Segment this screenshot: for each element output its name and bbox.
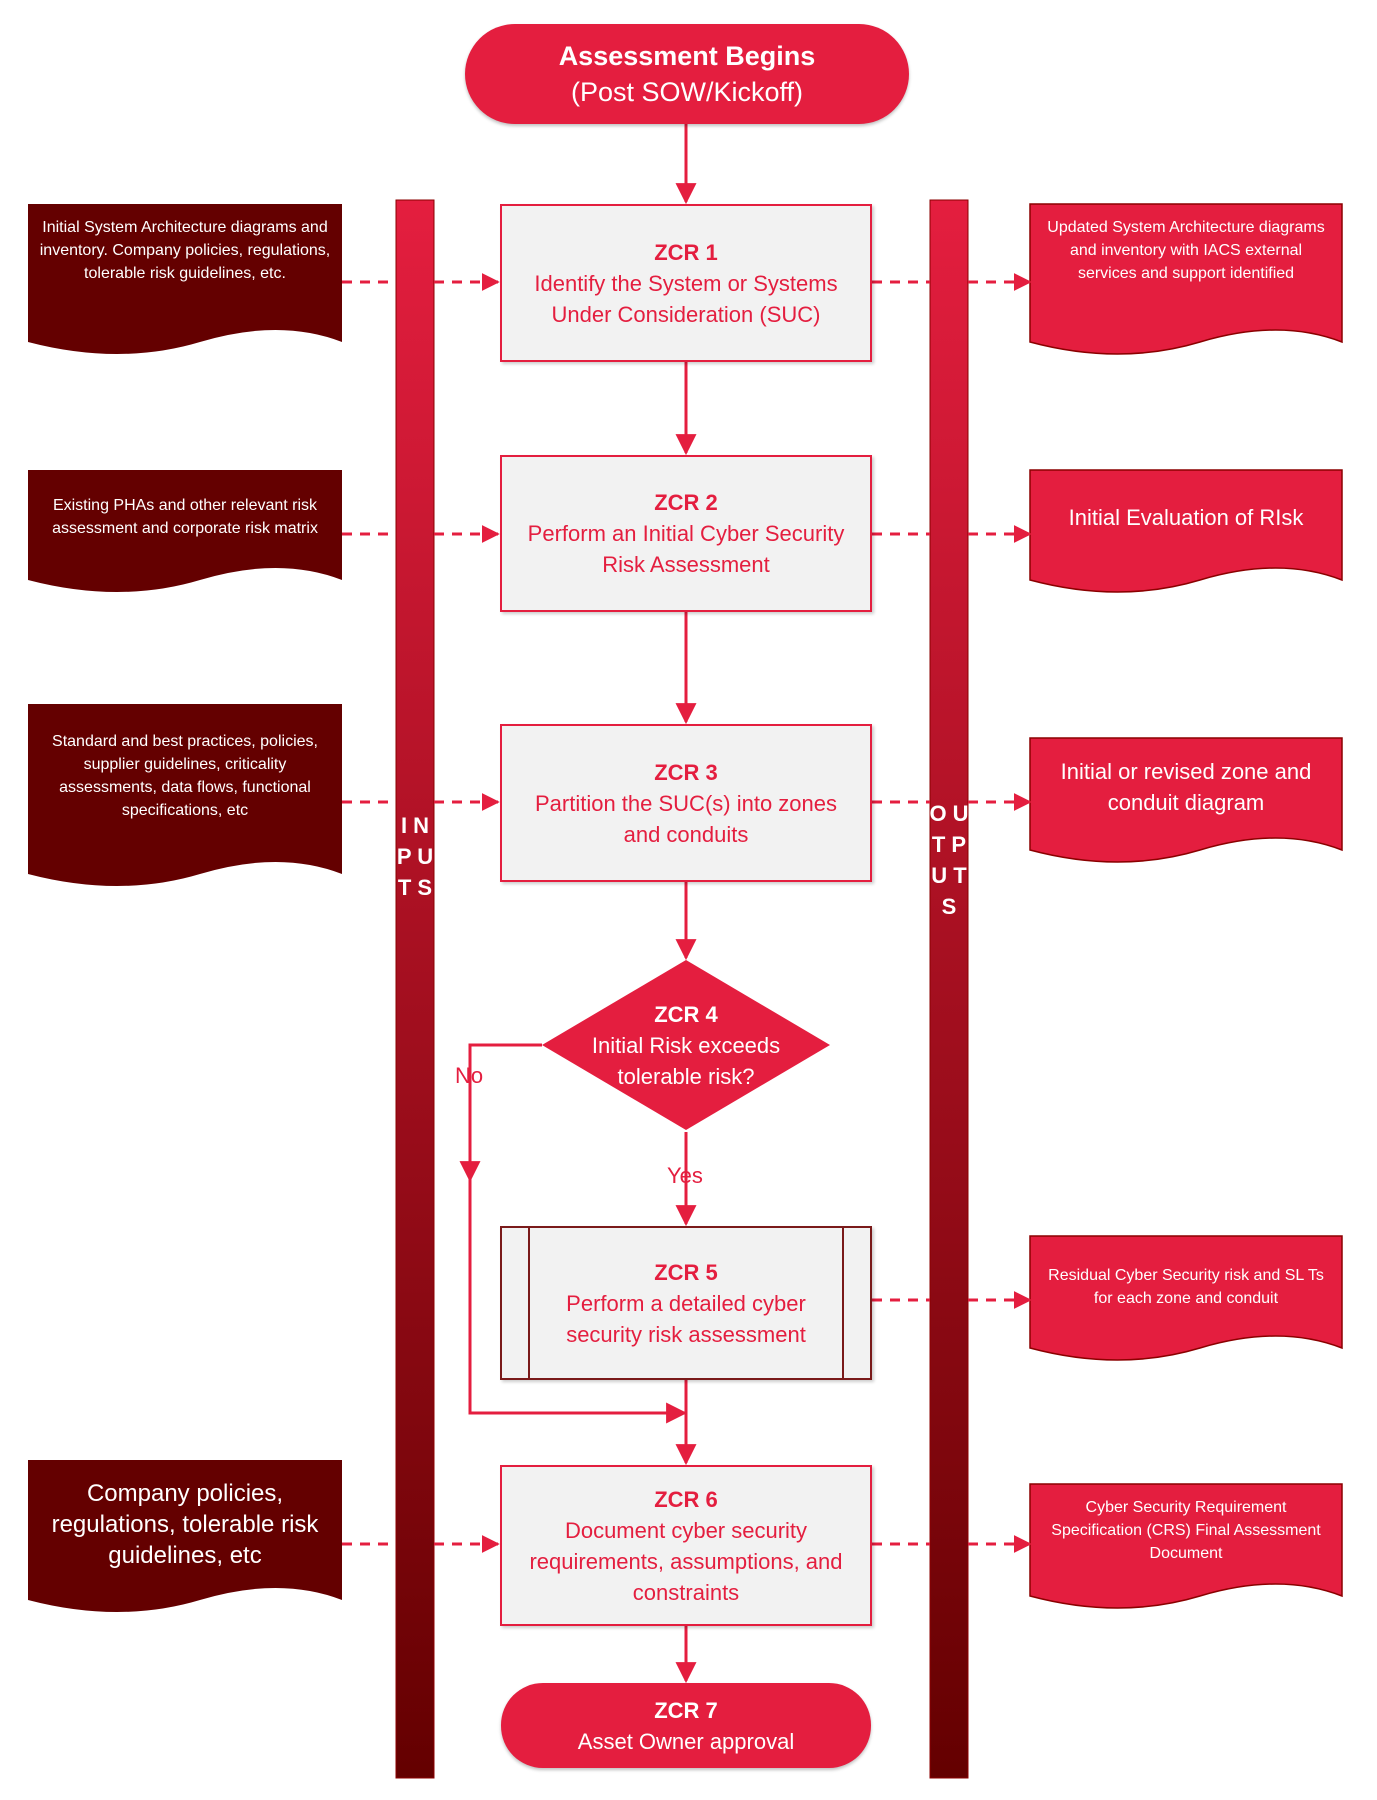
input-doc-1: Initial System Architecture diagrams and… — [28, 204, 342, 342]
start-terminal: Assessment Begins (Post SOW/Kickoff) — [465, 24, 909, 124]
output-doc-4-shape — [1029, 1235, 1343, 1361]
step-zcr6-text: Document cyber security requirements, as… — [529, 1517, 843, 1605]
input-doc-2-text: Existing PHAs and other relevant risk as… — [52, 497, 318, 537]
step-zcr5: ZCR 5 Perform a detailed cyber security … — [500, 1226, 872, 1380]
decision-diamond-shape — [542, 960, 830, 1130]
step-zcr1-text: Identify the System or Systems Under Con… — [534, 270, 838, 327]
step-zcr3-text: Partition the SUC(s) into zones and cond… — [534, 790, 838, 847]
input-doc-4-shape — [28, 1460, 342, 1612]
output-doc-5-shape — [1029, 1483, 1343, 1609]
output-doc-3-shape — [1029, 737, 1343, 863]
start-title: Assessment Begins — [558, 41, 816, 71]
step-zcr5-right-bar — [842, 1228, 844, 1378]
step-zcr2-text: Perform an Initial Cyber Security Risk A… — [527, 521, 845, 577]
output-doc-2-shape — [1029, 469, 1343, 593]
input-doc-3-shape — [28, 704, 342, 886]
outputs-lane — [929, 199, 969, 1779]
output-doc-3-text: Initial or revised zone and conduit diag… — [1060, 759, 1312, 815]
output-doc-2: Initial Evaluation of RIsk — [1030, 470, 1342, 580]
step-zcr1-id: ZCR 1 — [654, 239, 718, 265]
outputs-lane-label: O U T P U T S — [929, 798, 969, 1018]
step-zcr2: ZCR 2 Perform an Initial Cyber Security … — [500, 455, 872, 612]
decision-zcr4-text: Initial Risk exceeds tolerable risk? — [591, 1032, 781, 1089]
input-doc-1-text: Initial System Architecture diagrams and… — [39, 219, 331, 282]
input-doc-3-text: Standard and best practices, policies, s… — [52, 733, 318, 819]
input-doc-2-shape — [28, 470, 342, 592]
input-doc-4: Company policies, regulations, tolerable… — [28, 1460, 342, 1600]
output-doc-1-text: Updated System Architecture diagrams and… — [1047, 219, 1325, 282]
inputs-lane-text: I N P U T S — [396, 813, 434, 900]
output-doc-5: Cyber Security Requirement Specification… — [1030, 1484, 1342, 1596]
step-zcr3-id: ZCR 3 — [654, 759, 718, 785]
output-doc-2-text: Initial Evaluation of RIsk — [1068, 505, 1304, 530]
output-doc-4-text: Residual Cyber Security risk and SL Ts f… — [1048, 1267, 1324, 1307]
start-subtitle: (Post SOW/Kickoff) — [570, 77, 804, 107]
step-zcr2-id: ZCR 2 — [654, 490, 718, 515]
decision-yes-label: Yes — [667, 1163, 703, 1188]
decision-zcr4-id: ZCR 4 — [654, 1001, 718, 1027]
output-doc-3: Initial or revised zone and conduit diag… — [1030, 738, 1342, 850]
step-zcr5-left-bar — [528, 1228, 530, 1378]
output-doc-4: Residual Cyber Security risk and SL Ts f… — [1030, 1236, 1342, 1348]
output-doc-1: Updated System Architecture diagrams and… — [1030, 204, 1342, 342]
output-doc-5-text: Cyber Security Requirement Specification… — [1051, 1499, 1321, 1562]
step-zcr6: ZCR 6 Document cyber security requiremen… — [500, 1465, 872, 1626]
input-doc-3: Standard and best practices, policies, s… — [28, 704, 342, 874]
end-zcr7-text: Asset Owner approval — [577, 1728, 795, 1754]
step-zcr5-text: Perform a detailed cyber security risk a… — [566, 1290, 806, 1347]
input-doc-1-shape — [28, 204, 342, 354]
output-doc-1-shape — [1029, 203, 1343, 355]
decision-no-label: No — [455, 1063, 484, 1088]
step-zcr1: ZCR 1 Identify the System or Systems Und… — [500, 204, 872, 362]
end-terminal-zcr7: ZCR 7 Asset Owner approval — [501, 1683, 871, 1768]
end-zcr7-id: ZCR 7 — [654, 1697, 718, 1723]
input-doc-2: Existing PHAs and other relevant risk as… — [28, 470, 342, 580]
step-zcr6-id: ZCR 6 — [654, 1486, 718, 1512]
inputs-lane-label: I N P U T S — [395, 810, 435, 1010]
input-doc-4-text: Company policies, regulations, tolerable… — [51, 1480, 319, 1569]
inputs-lane — [395, 199, 435, 1779]
step-zcr3: ZCR 3 Partition the SUC(s) into zones an… — [500, 724, 872, 882]
outputs-lane-text: O U T P U T S — [929, 801, 969, 919]
step-zcr5-id: ZCR 5 — [654, 1259, 718, 1285]
decision-zcr4: ZCR 4 Initial Risk exceeds tolerable ris… — [560, 995, 812, 1095]
